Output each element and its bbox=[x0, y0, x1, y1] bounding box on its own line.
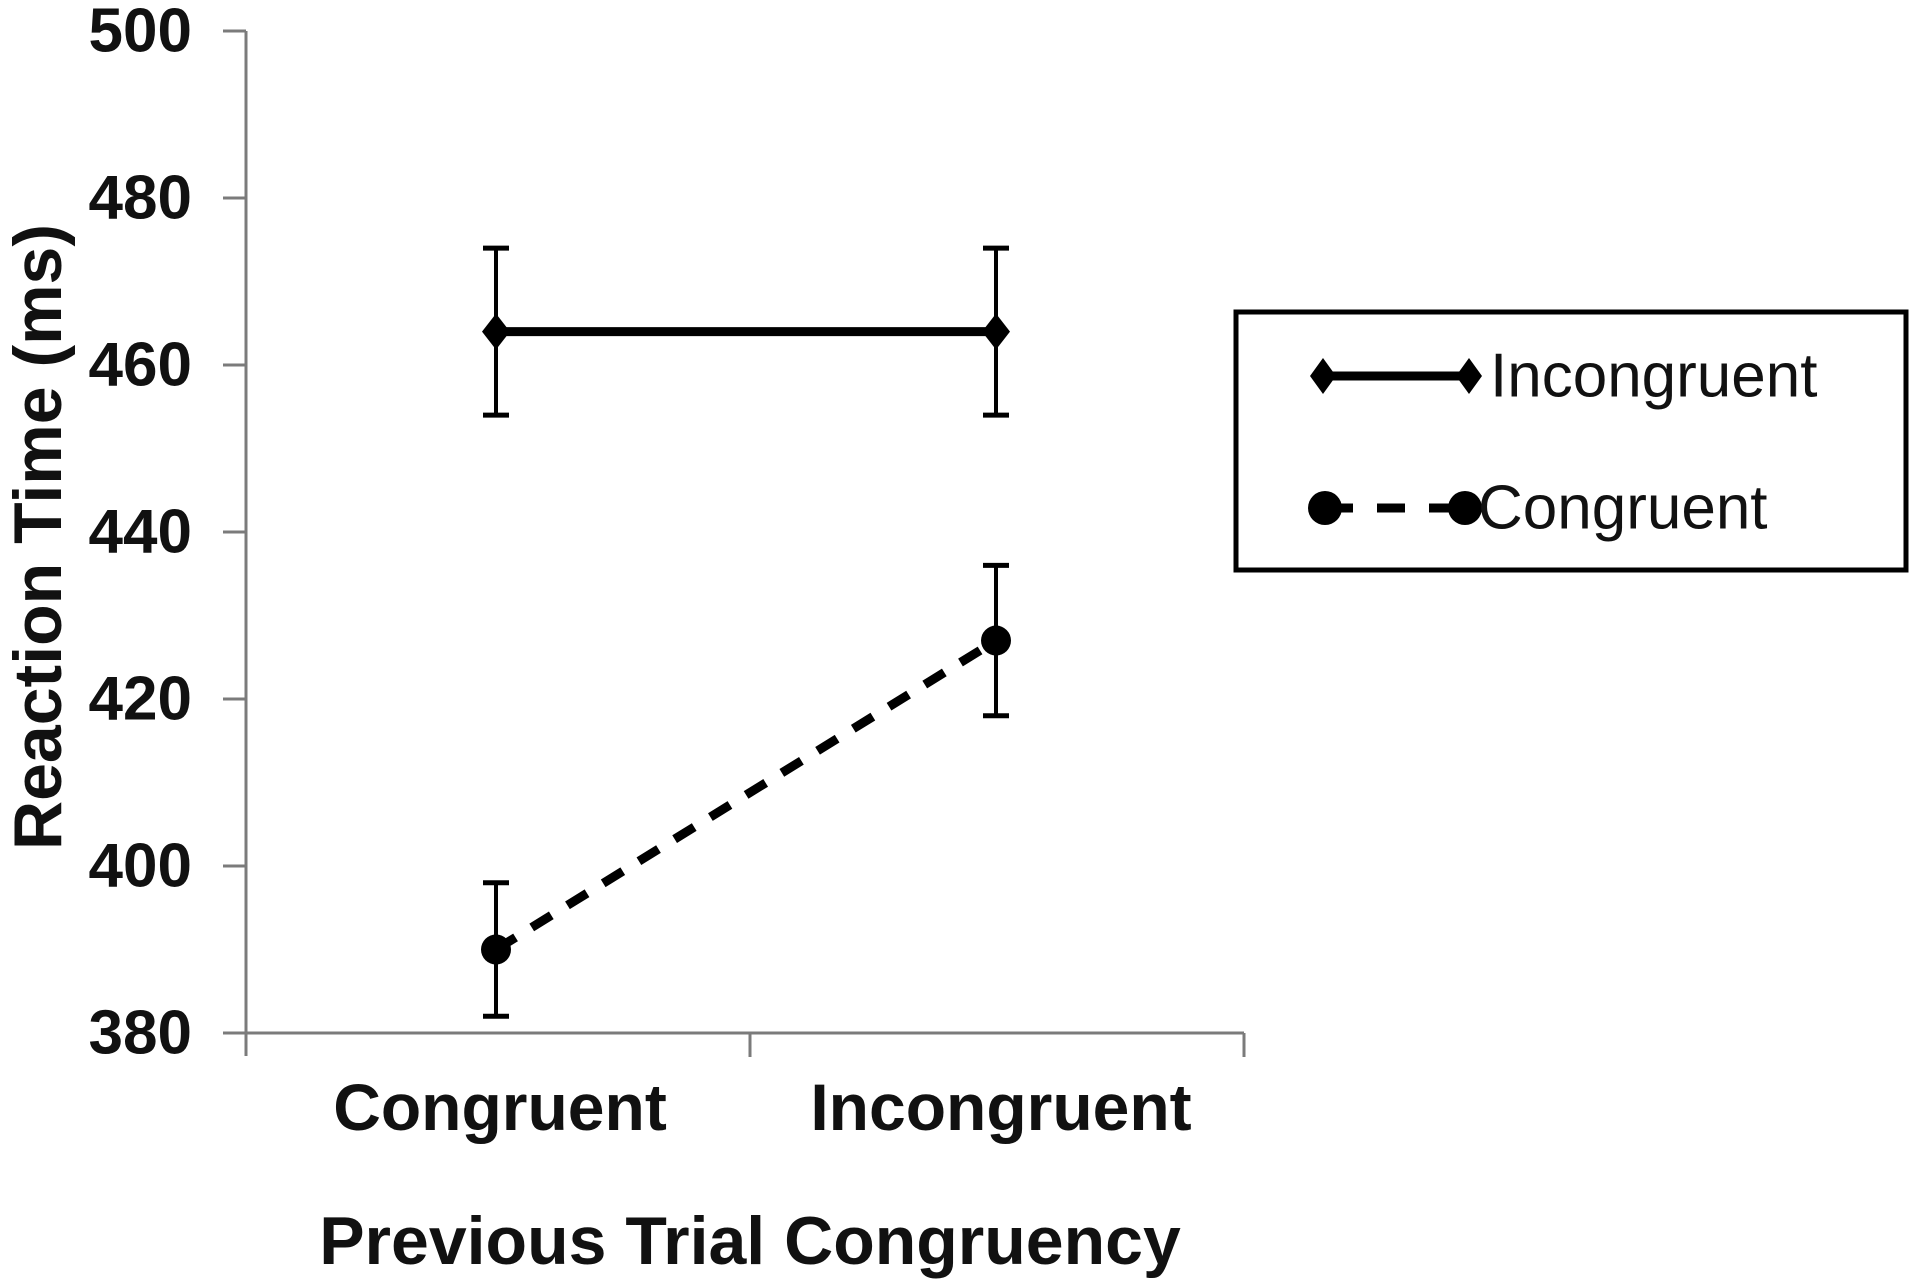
y-tick-label-440: 440 bbox=[89, 498, 192, 567]
x-axis-title: Previous Trial Congruency bbox=[319, 1203, 1181, 1279]
legend-diamond-right-icon bbox=[1456, 358, 1482, 394]
legend-circle-right-icon bbox=[1448, 491, 1482, 525]
legend-diamond-left-icon bbox=[1310, 358, 1336, 394]
x-category-labels: Congruent Incongruent bbox=[333, 1070, 1191, 1144]
y-tick-label-380: 380 bbox=[89, 999, 192, 1068]
legend-item-congruent: Congruent bbox=[1308, 474, 1768, 543]
diamond-marker bbox=[982, 313, 1010, 350]
y-tick-label-420: 420 bbox=[89, 665, 192, 734]
y-axis-title: Reaction Time (ms) bbox=[0, 224, 76, 850]
series-congruent bbox=[481, 562, 1011, 1019]
legend: Incongruent Congruent bbox=[1233, 309, 1909, 573]
y-tick-label-480: 480 bbox=[89, 164, 192, 233]
diamond-marker bbox=[482, 313, 510, 350]
legend-box bbox=[1233, 309, 1909, 573]
x-axis bbox=[223, 1031, 1246, 1057]
y-tick-group: 380 400 420 440 460 480 500 bbox=[89, 0, 246, 1068]
y-tick-label-400: 400 bbox=[89, 832, 192, 901]
category-label-incongruent: Incongruent bbox=[810, 1070, 1191, 1144]
legend-label-congruent: Congruent bbox=[1478, 474, 1768, 543]
legend-item-incongruent: Incongruent bbox=[1310, 342, 1817, 411]
series-incongruent bbox=[482, 245, 1010, 418]
legend-label-incongruent: Incongruent bbox=[1490, 342, 1817, 411]
y-axis: 380 400 420 440 460 480 500 bbox=[89, 0, 248, 1068]
circle-marker bbox=[481, 934, 511, 965]
circle-marker bbox=[981, 625, 1011, 656]
category-label-congruent: Congruent bbox=[333, 1070, 667, 1144]
series-line-dashed bbox=[493, 636, 999, 954]
y-tick-label-460: 460 bbox=[89, 331, 192, 400]
data-series-group bbox=[481, 245, 1011, 1019]
legend-circle-left-icon bbox=[1308, 491, 1342, 525]
y-tick-label-500: 500 bbox=[89, 0, 192, 66]
